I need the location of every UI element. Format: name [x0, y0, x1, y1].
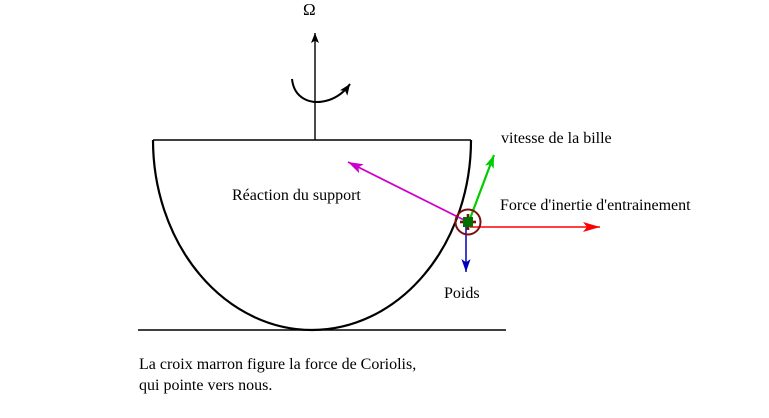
- caption-line-2: qui pointe vers nous.: [139, 377, 273, 394]
- poids-label: Poids: [444, 285, 480, 302]
- omega-label: Ω: [303, 0, 316, 19]
- force-inertie-entrainement-label: Force d'inertie d'entrainement: [500, 197, 691, 214]
- rotation-direction-arc: [291, 78, 351, 103]
- vitesse-de-la-bille-label: vitesse de la bille: [501, 130, 612, 147]
- coriolis-circle-marker: [454, 208, 482, 236]
- coriolis-cross-center: [463, 217, 473, 227]
- reaction-du-support-label: Réaction du support: [232, 187, 361, 204]
- caption-line-1: La croix marron figure la force de Corio…: [139, 356, 417, 373]
- vitesse-de-la-bille-vector: [466, 154, 496, 225]
- figure-caption: La croix marron figure la force de Corio…: [139, 354, 416, 396]
- reaction-du-support-vector: [347, 161, 469, 223]
- bowl-outline: [151, 139, 473, 332]
